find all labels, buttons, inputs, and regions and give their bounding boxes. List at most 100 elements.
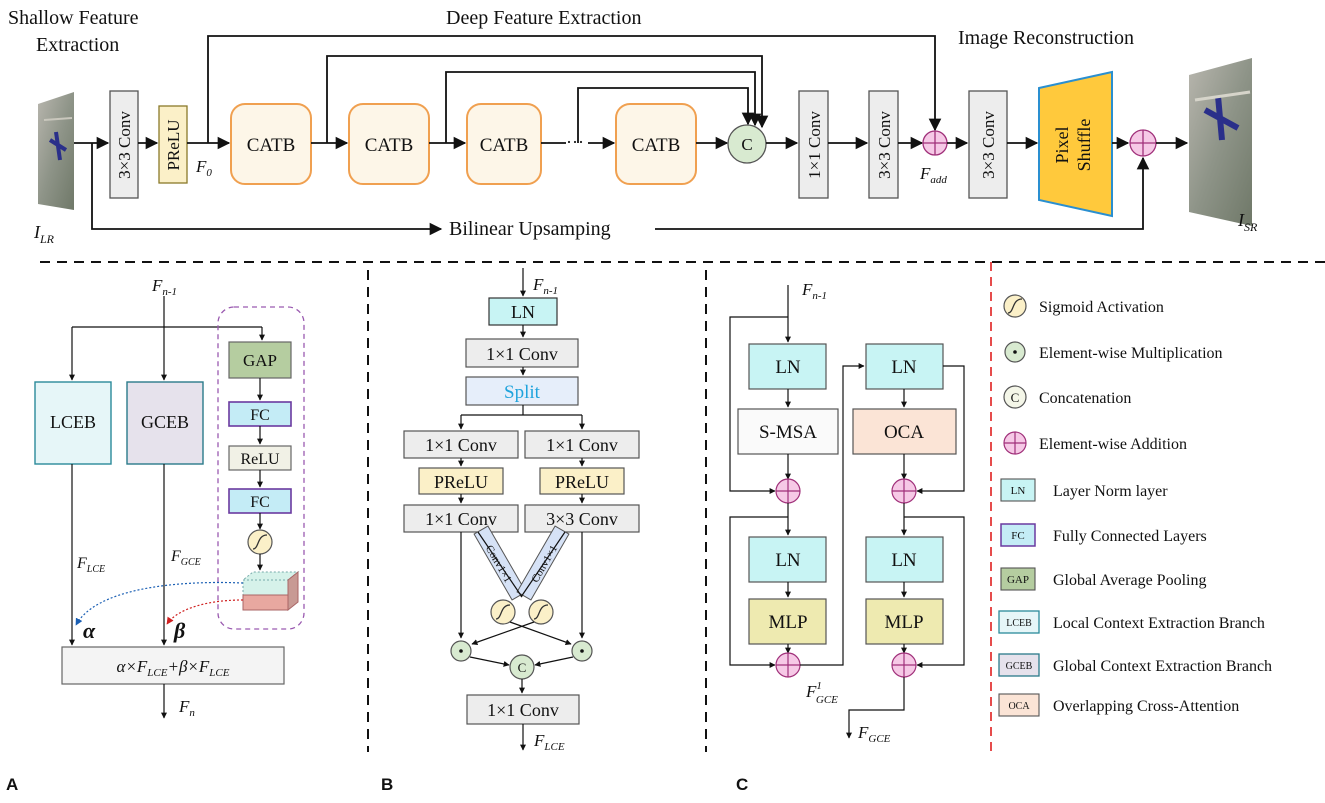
fc-label-2: FC: [250, 494, 270, 511]
svg-text:LN: LN: [1011, 485, 1026, 497]
ellipsis: ···: [566, 132, 584, 152]
c-mlp-label-2: MLP: [884, 612, 923, 633]
fc-box-2: [228, 488, 292, 514]
panel-label-b: B: [381, 775, 393, 794]
prelu-box: [158, 105, 188, 184]
svg-text:FC: FC: [1011, 530, 1024, 542]
deep-title: Deep Feature Extraction: [446, 7, 641, 29]
b-conv1-final-label: 1×1 Conv: [487, 700, 559, 720]
add-node-final: [1129, 129, 1157, 157]
gceb-box: [126, 381, 204, 465]
b-ln-box: [488, 297, 558, 326]
prelu-label: PReLU: [164, 120, 183, 171]
svg-text:GCEB: GCEB: [1006, 661, 1033, 672]
legend-oca-icon: OCA: [998, 693, 1040, 717]
legend-text-1: Element-wise Multiplication: [1039, 345, 1223, 362]
c-fin-label: Fn-1: [801, 280, 827, 302]
catb-block-2: [348, 103, 430, 185]
b-sigmoid-icon-right: [528, 599, 554, 625]
pixel-line2: Shuffle: [1074, 119, 1094, 172]
panel-label-c: C: [736, 775, 748, 794]
c-ln-label-2: LN: [775, 550, 801, 571]
panel-a: Fn-1 LCEB GCEB GAP FC ReLU FC: [34, 276, 305, 719]
legend-text-4: Layer Norm layer: [1053, 483, 1168, 500]
c-ln-label-1: LN: [775, 357, 801, 378]
b-mult-icon-left: [450, 640, 472, 662]
b-conv1-box: [465, 338, 579, 368]
sr-image: [1189, 58, 1252, 226]
legend-sigmoid-icon: [1003, 294, 1027, 318]
oca-label: OCA: [884, 422, 924, 443]
legend-text-8: Global Context Extraction Branch: [1053, 658, 1272, 675]
svg-text:OCA: OCA: [1008, 701, 1030, 712]
b-sigmoid-icon-left: [490, 599, 516, 625]
concat-label: C: [741, 135, 752, 154]
alpha-label: α: [83, 618, 96, 643]
legend-concat-icon: C: [1003, 385, 1027, 409]
beta-label: β: [173, 618, 186, 643]
c-ln-label-3: LN: [891, 357, 917, 378]
catb-label-1: CATB: [247, 135, 296, 156]
fc-box-1: [228, 401, 292, 427]
a-fin-label: Fn-1: [151, 276, 177, 298]
legend-text-2: Concatenation: [1039, 390, 1131, 407]
split-label: Split: [504, 382, 541, 403]
b-prelu-left-label: PReLU: [434, 472, 488, 492]
legend-text-0: Sigmoid Activation: [1039, 299, 1164, 316]
c-ln-box-4: [865, 536, 944, 583]
c-add-icon-3: [891, 478, 917, 504]
conv3-label-3: 3×3 Conv: [979, 111, 998, 179]
isr-label: ISR: [1237, 210, 1258, 234]
legend-add-icon: [1003, 431, 1027, 455]
b-conv1-right-label: 1×1 Conv: [546, 435, 618, 455]
fusion-box: [61, 646, 285, 685]
c-mlp-label-1: MLP: [768, 612, 807, 633]
conv3-box-3: [968, 90, 1008, 199]
b-mult-icon-right: [571, 640, 593, 662]
legend-gap-icon: GAP: [1000, 567, 1036, 591]
gceb-label: GCEB: [141, 412, 189, 432]
oca-box: [852, 408, 957, 455]
svg-text:LCEB: LCEB: [1006, 618, 1032, 629]
conv3-label-2: 3×3 Conv: [875, 111, 894, 179]
catb-label-3: CATB: [480, 135, 529, 156]
b-concat-label: C: [518, 660, 527, 675]
b-fin-label: Fn-1: [532, 275, 558, 297]
add-node-top: [922, 130, 948, 156]
pixel-line1: Pixel: [1052, 126, 1072, 163]
conv1-label: 1×1 Conv: [805, 111, 824, 179]
catb-block-3: [466, 103, 542, 185]
lceb-box: [34, 381, 112, 465]
b-prelu-left: [418, 467, 504, 495]
b-prelu-right: [539, 467, 625, 495]
b-conv3-right: [524, 504, 640, 533]
pixel-shuffle-block: [1038, 70, 1113, 218]
b-conv1-left-2: [403, 504, 519, 533]
conv3-label-1: 3×3 Conv: [115, 111, 134, 179]
legend-text-3: Element-wise Addition: [1039, 436, 1187, 453]
lceb-label: LCEB: [50, 412, 96, 432]
b-conv1-left-label: 1×1 Conv: [425, 435, 497, 455]
fusion-formula: α×FLCE+β×FLCE: [117, 657, 230, 679]
catb-block-1: [230, 103, 312, 185]
catb-block-4: [615, 103, 697, 185]
conv3-box-1: [109, 90, 139, 199]
legend-ln-icon: LN: [1000, 478, 1036, 502]
recon-title: Image Reconstruction: [958, 27, 1134, 49]
svg-text:C: C: [1011, 390, 1020, 405]
shallow-title-line2: Extraction: [36, 34, 119, 56]
smsa-label: S-MSA: [759, 422, 817, 443]
legend-text-6: Global Average Pooling: [1053, 572, 1206, 589]
weight-cube: [241, 570, 300, 612]
b-fout-label: FLCE: [533, 731, 565, 753]
legend-gceb-icon: GCEB: [998, 653, 1040, 677]
b-prelu-right-label: PReLU: [555, 472, 609, 492]
ilr-label: ILR: [33, 222, 55, 246]
b-conv1-right: [524, 430, 640, 459]
f0-label: F0: [195, 157, 212, 179]
conv3-box-2: [868, 90, 899, 199]
fc-label-1: FC: [250, 407, 270, 424]
flce-label-a: FLCE: [76, 555, 105, 575]
legend-text-7: Local Context Extraction Branch: [1053, 615, 1265, 632]
legend-mult-icon: [1004, 341, 1026, 363]
